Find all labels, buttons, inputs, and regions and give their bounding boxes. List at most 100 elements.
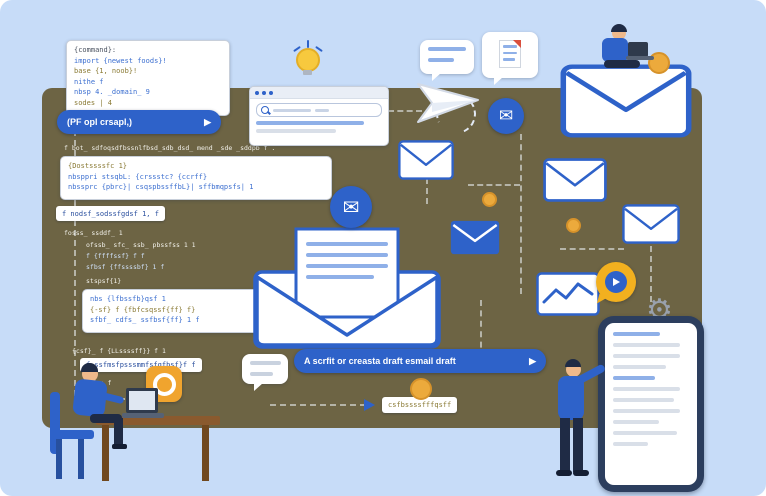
phone-content-line [613, 354, 680, 358]
panel-code-text: stspsf{1} [86, 277, 122, 285]
open-envelope-with-letter [252, 226, 442, 350]
code-chip: csfbssssfffqsff [382, 397, 458, 413]
code-block-3: nbs {lfbssfb}qsf 1 {-sf} f {fbfcsqssf{ff… [82, 289, 268, 333]
panel-code-text: fosss_ ssddf_ 1 [64, 229, 123, 237]
envelope-icon-filled [450, 220, 500, 255]
lightbulb-icon [293, 40, 323, 76]
bubble-text-line [428, 47, 466, 51]
smartphone [598, 316, 704, 492]
code-line: {command}: [74, 46, 117, 54]
speech-bubble-1 [420, 40, 474, 81]
envelope-icon [543, 158, 607, 202]
search-text-skeleton [273, 108, 311, 112]
search-text-skeleton [315, 108, 329, 112]
main-banner-label: A scrfit or creasta draft esmail draft [304, 356, 456, 366]
person-torso [602, 38, 628, 62]
gold-dot [566, 218, 581, 233]
browser-content-line [256, 121, 364, 125]
speech-bubble-2 [482, 32, 538, 85]
envelope-badge-center: ✉ [330, 186, 372, 228]
phone-content-line [613, 398, 674, 402]
code-line: sodes | 4 [74, 98, 112, 107]
desk-leg [102, 425, 109, 481]
chair-leg [78, 439, 84, 479]
bubble-text-line [250, 361, 282, 365]
label-chip-1: f nodsf_sodssfgdsf 1, f [56, 206, 165, 221]
person-shin [114, 418, 123, 444]
phone-content-line [613, 409, 680, 413]
person-legs [604, 60, 640, 68]
code-line: nbsp 4. _domain_ 9 [74, 88, 150, 96]
phone-content-line [613, 387, 680, 391]
pill-banner-label: (PF opl crsapl,) [67, 117, 133, 127]
envelope-badge: ✉ [488, 98, 524, 134]
panel-code-text: f bot_ sdfoqsdfbssnlfbsd_sdb_dsd_ mend _… [64, 144, 276, 152]
desk-leg [202, 425, 209, 481]
person-hair [81, 363, 98, 372]
search-icon [261, 106, 269, 114]
chair-seat [50, 430, 94, 439]
person-leg [560, 418, 570, 472]
chevron-right-icon: ▶ [204, 116, 211, 127]
person-legs [90, 414, 122, 423]
envelope-icon [398, 140, 454, 180]
chart-card-icon [536, 272, 600, 316]
browser-window [249, 86, 389, 146]
bulb-ray [307, 40, 309, 48]
panel-code-text: f {ffffssf} f f [86, 252, 145, 260]
envelope-icon: ✉ [342, 195, 360, 219]
dashed-connector [560, 248, 624, 250]
arrow-right-icon [364, 399, 375, 411]
bulb-glass [296, 48, 320, 72]
person-shoe [573, 470, 589, 476]
gold-dot [410, 378, 432, 400]
dashed-connector [388, 110, 422, 112]
document-corner [513, 40, 521, 48]
bubble-text-line [250, 372, 273, 376]
browser-titlebar [250, 87, 388, 99]
code-line: nbsppri stsqbL: {crssstc? {ccrff} [68, 172, 208, 181]
browser-content-line [256, 129, 337, 133]
send-message-badge [596, 262, 636, 302]
dashed-connector [480, 300, 482, 358]
label-chip-2-text: f ssfmsfpsssmmfsfgfbsf}f f [86, 361, 196, 369]
envelope-icon-large [560, 64, 692, 138]
phone-content-line [613, 343, 680, 347]
document-icon [499, 40, 521, 68]
chevron-right-icon: ▶ [529, 355, 536, 366]
phone-content-line [613, 442, 648, 446]
bulb-base [303, 70, 312, 75]
person-shoe [556, 470, 572, 476]
code-line: {-sf} f {fbfcsqssf{ff} f} [90, 305, 196, 314]
code-block-1: {command}: import {newest foods}! base {… [66, 40, 230, 116]
laptop-screen [628, 42, 648, 57]
panel-code-text: sfbsf {ffssssbf} 1 f [86, 263, 165, 271]
person-hair [565, 359, 581, 367]
dashed-connector [270, 404, 366, 406]
bubble-text-line [428, 58, 454, 62]
document-line [503, 58, 515, 61]
standing-person [546, 358, 616, 490]
send-icon [612, 278, 620, 286]
browser-search-bar [256, 103, 382, 117]
laptop-base [626, 56, 654, 60]
document-line [503, 51, 517, 54]
laptop-display [129, 391, 155, 410]
phone-content-line [613, 431, 677, 435]
main-banner: A scrfit or creasta draft esmail draft ▶ [294, 349, 546, 373]
gold-dot [482, 192, 497, 207]
person-at-desk-scene [50, 356, 220, 486]
phone-content-line [613, 365, 667, 369]
panel-code-text: ofssb_ sfc_ ssb_ pbssfss 1 1 [86, 241, 196, 249]
window-dot-icon [255, 90, 259, 95]
code-block-2: {Dostssssfc 1} nbsppri stsqbL: {crssstc?… [60, 156, 332, 200]
code-chip-text: csfbssssfffqsff [388, 401, 452, 409]
code-line: nbssprc {pbrc}| csqspbssffbL}| sffbmqpsf… [68, 183, 254, 191]
send-badge-inner [605, 271, 627, 293]
envelope-icon [622, 204, 680, 244]
code-line: sfbf_ cdfs_ ssfbsf{ff} 1 f [90, 316, 200, 324]
envelope-icon: ✉ [498, 105, 514, 126]
app-badge-ring [152, 372, 176, 396]
laptop-base [122, 413, 164, 418]
